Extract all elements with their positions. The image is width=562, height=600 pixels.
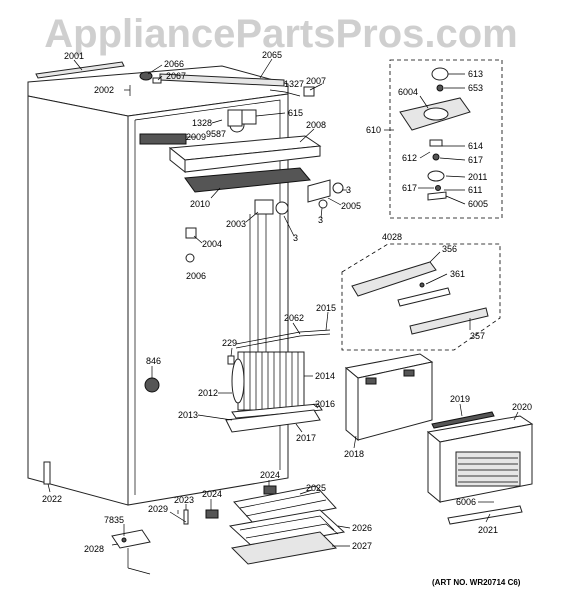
callout-356: 356: [442, 244, 457, 254]
callout-2003: 2003: [226, 219, 246, 229]
refrigerator-cabinet: [27, 65, 289, 506]
top-trim-strip: [35, 61, 125, 79]
callout-610: 610: [366, 125, 381, 135]
callout-2024b: 2024: [260, 470, 280, 480]
callout-357: 357: [470, 331, 485, 341]
callout-4028: 4028: [382, 232, 402, 242]
callout-614: 614: [468, 141, 483, 151]
spring-2029: [169, 511, 187, 523]
callout-613: 613: [468, 69, 483, 79]
callout-2006: 2006: [186, 271, 206, 281]
callout-7835: 7835: [104, 515, 124, 525]
trim-strip-2019: [431, 411, 495, 429]
callout-2027: 2027: [352, 541, 372, 551]
base-strip-2021: [447, 505, 523, 525]
leader-lines: [47, 58, 519, 547]
wire-rack: [233, 485, 337, 525]
callout-2015: 2015: [316, 303, 336, 313]
heat-exchanger-tube: [235, 333, 331, 349]
callout-1327: 1327: [284, 79, 304, 89]
callout-2025: 2025: [306, 483, 326, 493]
wire-1327: [269, 89, 301, 97]
damper-assembly: [254, 179, 344, 215]
clip-2007: [303, 86, 315, 97]
leveling-leg: [43, 461, 51, 485]
callout-2029: 2029: [148, 504, 168, 514]
callout-3a: 3: [346, 185, 351, 195]
callout-2005: 2005: [341, 201, 361, 211]
callout-612: 612: [402, 153, 417, 163]
callout-617b: 617: [402, 183, 417, 193]
callout-2065: 2065: [262, 50, 282, 60]
drain-pan: [230, 531, 338, 565]
callout-3b: 3: [293, 233, 298, 243]
kickplate-grille: [426, 415, 534, 504]
callout-2028: 2028: [84, 544, 104, 554]
callout-615: 615: [288, 108, 303, 118]
callout-2013: 2013: [178, 410, 198, 420]
callout-3c: 3: [318, 215, 323, 225]
callout-2021: 2021: [478, 525, 498, 535]
defrost-plate: [225, 409, 321, 433]
bottom-hinge: [111, 529, 151, 575]
callout-6005: 6005: [468, 199, 488, 209]
callout-6006: 6006: [456, 497, 476, 507]
callout-229: 229: [222, 338, 237, 348]
drain-trough: [231, 403, 323, 419]
callout-labels: 2001 2066 2067 2002 2065 1327 2007 615 1…: [42, 50, 532, 587]
bracket-2024-right: [263, 485, 277, 495]
callout-2023: 2023: [174, 495, 194, 505]
evaporator-coil: [231, 351, 305, 411]
callout-361: 361: [450, 269, 465, 279]
ice-maker-parts: [399, 67, 471, 201]
callout-617a: 617: [468, 155, 483, 165]
callout-1328: 1328: [192, 118, 212, 128]
callout-2001: 2001: [64, 51, 84, 61]
callout-2010: 2010: [190, 199, 210, 209]
machine-compartment-cover: [344, 353, 434, 442]
callout-2004: 2004: [202, 239, 222, 249]
callout-2009: 2009: [186, 132, 206, 142]
callout-2062: 2062: [284, 313, 304, 323]
ice-maker-group-box: [389, 59, 503, 219]
callout-2066: 2066: [164, 59, 184, 69]
freezer-panel: [184, 167, 311, 193]
callout-653: 653: [468, 83, 483, 93]
callout-2008: 2008: [306, 120, 326, 130]
fan-grill-846: [144, 377, 160, 393]
bracket-2024-left: [205, 509, 219, 519]
callout-2014: 2014: [315, 371, 335, 381]
plug-2006: [185, 253, 195, 263]
air-duct-housing: [168, 109, 322, 174]
callout-2017: 2017: [296, 433, 316, 443]
callout-2016: 2016: [315, 399, 335, 409]
callout-2002: 2002: [94, 85, 114, 95]
callout-2007: 2007: [306, 76, 326, 86]
callout-611: 611: [468, 185, 482, 195]
callout-2020: 2020: [512, 402, 532, 412]
callout-2067: 2067: [166, 71, 186, 81]
bracket-2004: [185, 227, 197, 239]
callout-9587: 9587: [206, 129, 226, 139]
callout-2026: 2026: [352, 523, 372, 533]
callout-2012: 2012: [198, 388, 218, 398]
callout-2019: 2019: [450, 394, 470, 404]
callout-846: 846: [146, 356, 161, 366]
callout-2018: 2018: [344, 449, 364, 459]
art-number-label: (ART NO. WR20714 C6): [432, 578, 521, 587]
callout-2022: 2022: [42, 494, 62, 504]
watermark-text: AppliancePartsPros.com: [44, 12, 518, 56]
callout-6004: 6004: [398, 87, 418, 97]
control-vent: [139, 133, 187, 145]
thermostat-229: [227, 355, 235, 365]
defrost-heater: [228, 509, 346, 549]
fan-motor-615: [241, 109, 257, 125]
shelf-kit-parts: [351, 261, 489, 335]
callout-2011: 2011: [468, 172, 487, 182]
shelf-kit-group-box: [341, 243, 501, 351]
hinge-cam: [139, 71, 162, 84]
callout-2024a: 2024: [202, 489, 222, 499]
